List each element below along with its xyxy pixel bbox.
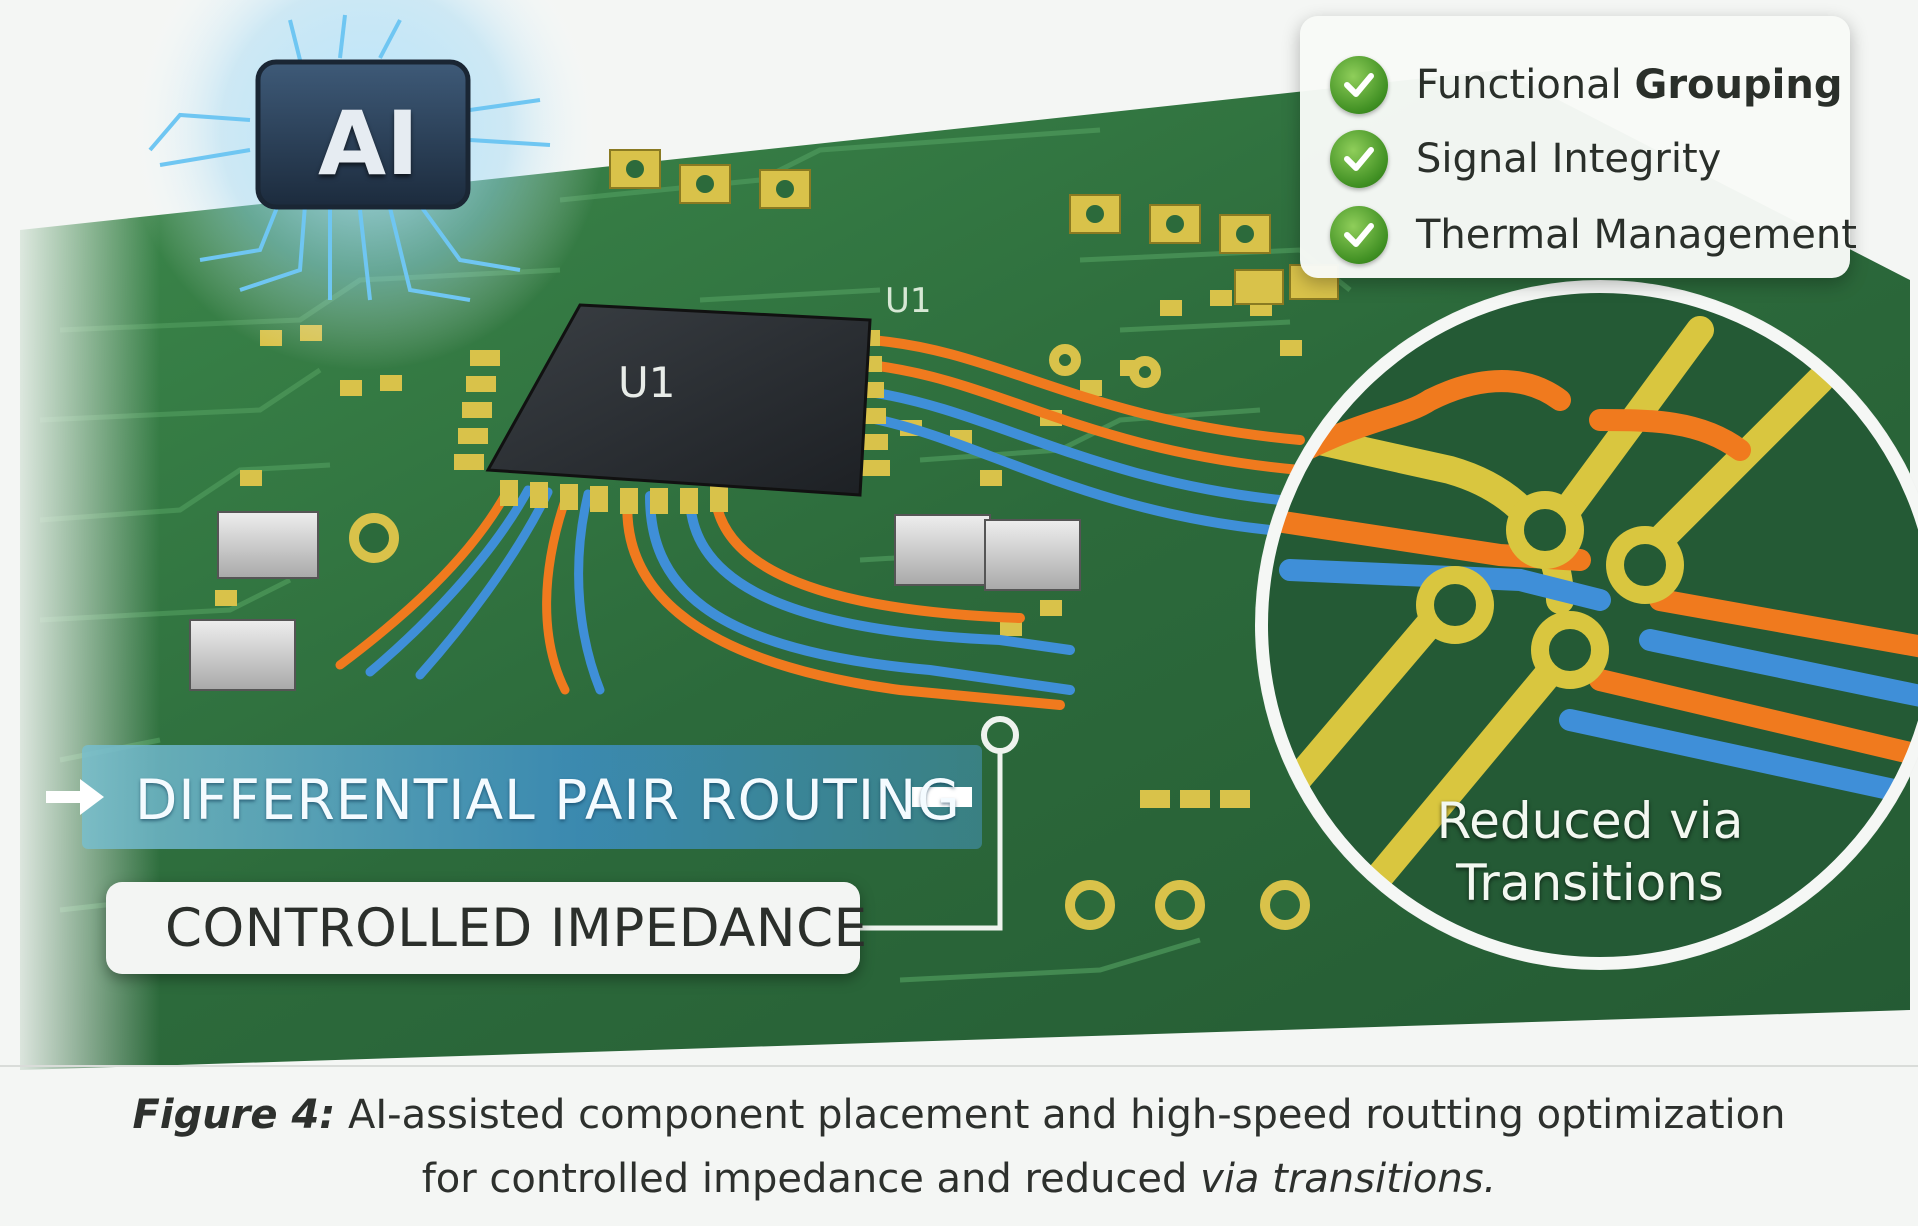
controlled-impedance-box bbox=[106, 882, 860, 974]
caption-line-1: Figure 4: AI-assisted component placemen… bbox=[132, 1092, 1786, 1138]
checklist-item-label: Signal Integrity bbox=[1416, 136, 1722, 182]
ai-chip-icon bbox=[148, 14, 551, 302]
zoom-inset bbox=[1255, 280, 1918, 970]
differential-pair-label: DIFFERENTIAL PAIR ROUTING bbox=[135, 768, 961, 832]
check-icon bbox=[1330, 130, 1388, 188]
ai-chip-label: AI bbox=[318, 92, 419, 195]
impedance-pointer bbox=[860, 716, 1019, 931]
arrow-right-icon bbox=[46, 779, 104, 815]
figure-caption: Figure 4: AI-assisted component placemen… bbox=[0, 1083, 1918, 1211]
square-pads bbox=[609, 149, 1339, 305]
controlled-impedance-label: CONTROLLED IMPEDANCE bbox=[165, 898, 868, 959]
caption-line-2: for controlled impedance and reduced via… bbox=[421, 1156, 1497, 1202]
zoom-caption-line: Reduced via bbox=[1436, 792, 1744, 850]
checklist-item-label: Functional Grouping bbox=[1416, 62, 1843, 108]
differential-pair-banner bbox=[46, 745, 982, 849]
figure-number: Figure 4: bbox=[132, 1092, 336, 1138]
u1-chip bbox=[454, 303, 890, 514]
checklist-item: Signal Integrity bbox=[1330, 126, 1721, 192]
checklist-item: Functional Grouping bbox=[1330, 52, 1842, 118]
u1-silkscreen-label: U1 bbox=[885, 281, 932, 321]
passive-components bbox=[189, 511, 1081, 691]
caption-divider bbox=[0, 1065, 1918, 1067]
feature-checklist: Functional Grouping Signal Integrity The… bbox=[1300, 16, 1857, 278]
check-icon bbox=[1330, 206, 1388, 264]
zoom-caption-line: Transitions bbox=[1456, 854, 1724, 912]
checklist-item-label: Thermal Management bbox=[1416, 212, 1857, 258]
u1-chip-label: U1 bbox=[618, 358, 676, 407]
vias bbox=[349, 344, 1310, 930]
check-icon bbox=[1330, 56, 1388, 114]
dash-icon bbox=[912, 787, 972, 807]
diff-pair-traces bbox=[335, 335, 1305, 710]
checklist-item: Thermal Management bbox=[1330, 202, 1857, 268]
zoom-caption: Reduced via Transitions bbox=[1400, 790, 1780, 914]
